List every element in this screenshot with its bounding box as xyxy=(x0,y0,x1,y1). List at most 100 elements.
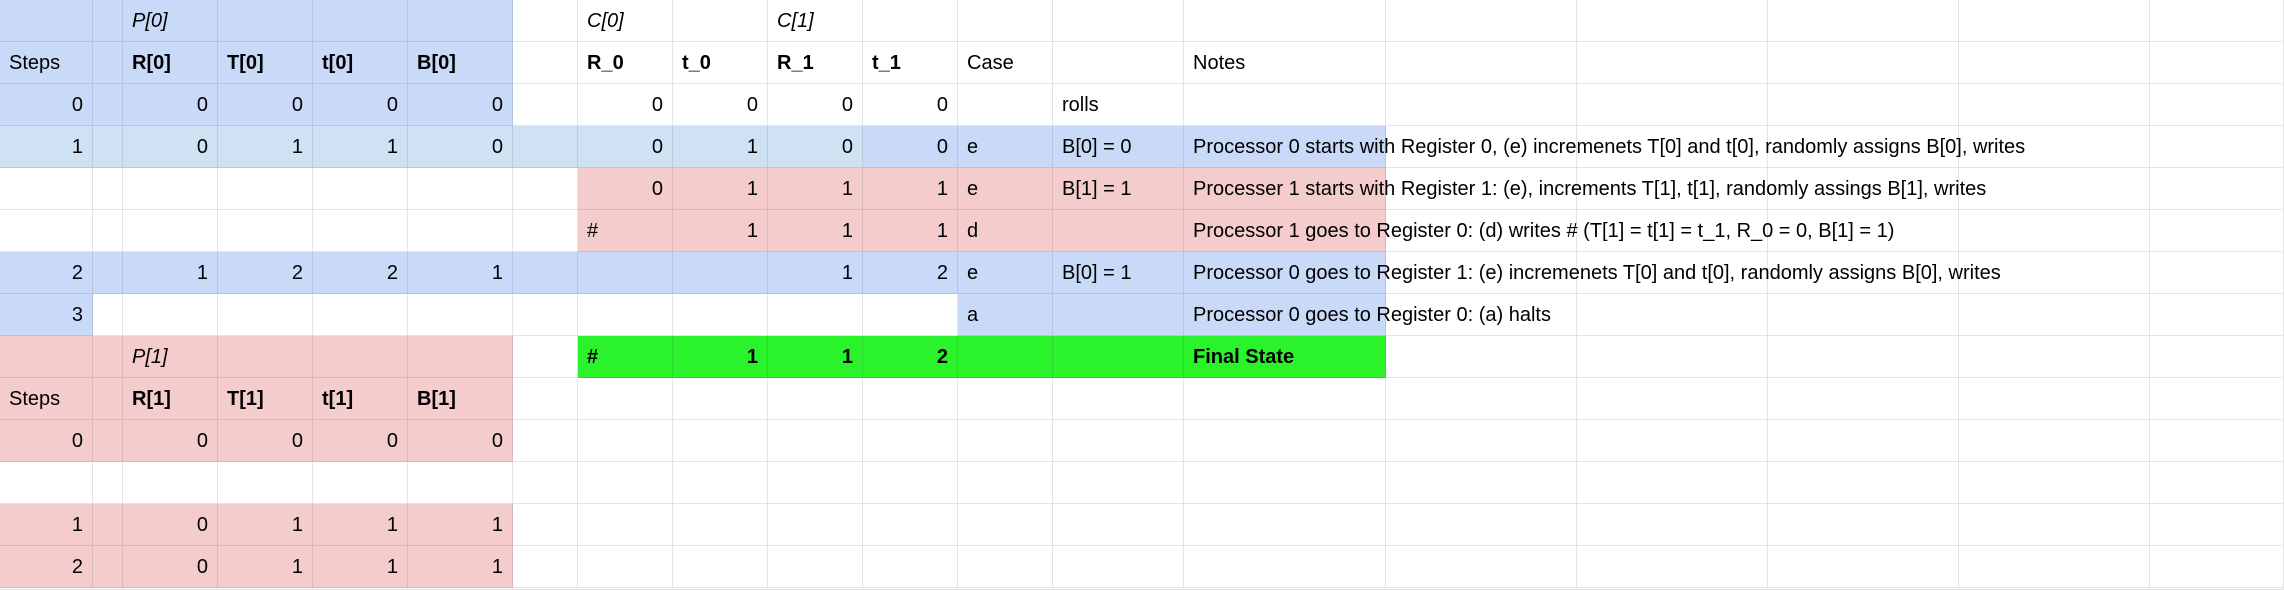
cell-P10[interactable] xyxy=(1577,378,1768,420)
cell-A12[interactable] xyxy=(0,462,93,504)
cell-P13[interactable] xyxy=(1577,504,1768,546)
cell-M13[interactable] xyxy=(1053,504,1184,546)
cell-L13[interactable] xyxy=(958,504,1053,546)
cell-R14[interactable] xyxy=(1959,546,2150,588)
cell-N5[interactable]: Processer 1 starts with Register 1: (e),… xyxy=(1184,168,1986,210)
cell-N2[interactable]: Notes xyxy=(1184,42,1386,84)
cell-E6[interactable] xyxy=(313,210,408,252)
cell-N14[interactable] xyxy=(1184,546,1386,588)
cell-I2[interactable]: t_0 xyxy=(673,42,768,84)
cell-P3[interactable] xyxy=(1577,84,1768,126)
cell-I3[interactable]: 0 xyxy=(673,84,768,126)
cell-A9[interactable] xyxy=(0,336,93,378)
cell-D6[interactable] xyxy=(218,210,313,252)
cell-D12[interactable] xyxy=(218,462,313,504)
cell-F7[interactable]: 1 xyxy=(408,252,513,294)
cell-H4[interactable]: 0 xyxy=(578,126,673,168)
cell-Q1[interactable] xyxy=(1768,0,1959,42)
cell-G9[interactable] xyxy=(513,336,578,378)
cell-C11[interactable]: 0 xyxy=(123,420,218,462)
cell-B3[interactable] xyxy=(93,84,123,126)
cell-S13[interactable] xyxy=(2150,504,2284,546)
cell-H6[interactable]: # xyxy=(578,210,673,252)
cell-E14[interactable]: 1 xyxy=(313,546,408,588)
cell-O9[interactable] xyxy=(1386,336,1577,378)
cell-P2[interactable] xyxy=(1577,42,1768,84)
cell-L4[interactable]: e xyxy=(958,126,1053,168)
cell-Q5[interactable] xyxy=(1768,168,1959,210)
cell-G5[interactable] xyxy=(513,168,578,210)
cell-G8[interactable] xyxy=(513,294,578,336)
cell-F2[interactable]: B[0] xyxy=(408,42,513,84)
cell-F4[interactable]: 0 xyxy=(408,126,513,168)
cell-K10[interactable] xyxy=(863,378,958,420)
cell-L11[interactable] xyxy=(958,420,1053,462)
cell-E7[interactable]: 2 xyxy=(313,252,408,294)
cell-P11[interactable] xyxy=(1577,420,1768,462)
cell-F13[interactable]: 1 xyxy=(408,504,513,546)
cell-G2[interactable] xyxy=(513,42,578,84)
cell-C4[interactable]: 0 xyxy=(123,126,218,168)
cell-N9[interactable]: Final State xyxy=(1184,336,1386,378)
cell-C9[interactable]: P[1] xyxy=(123,336,218,378)
cell-L3[interactable] xyxy=(958,84,1053,126)
cell-K5[interactable]: 1 xyxy=(863,168,958,210)
cell-J6[interactable]: 1 xyxy=(768,210,863,252)
cell-O14[interactable] xyxy=(1386,546,1577,588)
cell-M6[interactable] xyxy=(1053,210,1184,252)
cell-I5[interactable]: 1 xyxy=(673,168,768,210)
cell-A13[interactable]: 1 xyxy=(0,504,93,546)
cell-M4[interactable]: B[0] = 0 xyxy=(1053,126,1184,168)
cell-Q11[interactable] xyxy=(1768,420,1959,462)
cell-K9[interactable]: 2 xyxy=(863,336,958,378)
cell-L12[interactable] xyxy=(958,462,1053,504)
cell-M11[interactable] xyxy=(1053,420,1184,462)
cell-J5[interactable]: 1 xyxy=(768,168,863,210)
cell-E4[interactable]: 1 xyxy=(313,126,408,168)
cell-E13[interactable]: 1 xyxy=(313,504,408,546)
cell-R9[interactable] xyxy=(1959,336,2150,378)
cell-H14[interactable] xyxy=(578,546,673,588)
cell-D13[interactable]: 1 xyxy=(218,504,313,546)
cell-D9[interactable] xyxy=(218,336,313,378)
cell-K12[interactable] xyxy=(863,462,958,504)
cell-E8[interactable] xyxy=(313,294,408,336)
cell-F3[interactable]: 0 xyxy=(408,84,513,126)
cell-M14[interactable] xyxy=(1053,546,1184,588)
cell-O6[interactable] xyxy=(1386,210,1577,252)
cell-I12[interactable] xyxy=(673,462,768,504)
cell-A5[interactable] xyxy=(0,168,93,210)
cell-P6[interactable] xyxy=(1577,210,1768,252)
cell-O7[interactable] xyxy=(1386,252,1577,294)
cell-L5[interactable]: e xyxy=(958,168,1053,210)
cell-I10[interactable] xyxy=(673,378,768,420)
cell-P14[interactable] xyxy=(1577,546,1768,588)
cell-A10[interactable]: Steps xyxy=(0,378,93,420)
cell-S4[interactable] xyxy=(2150,126,2284,168)
cell-F5[interactable] xyxy=(408,168,513,210)
cell-C10[interactable]: R[1] xyxy=(123,378,218,420)
cell-D3[interactable]: 0 xyxy=(218,84,313,126)
cell-L7[interactable]: e xyxy=(958,252,1053,294)
cell-O3[interactable] xyxy=(1386,84,1577,126)
cell-Q2[interactable] xyxy=(1768,42,1959,84)
cell-F1[interactable] xyxy=(408,0,513,42)
cell-R7[interactable] xyxy=(1959,252,2150,294)
cell-G4[interactable] xyxy=(513,126,578,168)
cell-P9[interactable] xyxy=(1577,336,1768,378)
cell-L9[interactable] xyxy=(958,336,1053,378)
cell-S11[interactable] xyxy=(2150,420,2284,462)
cell-I9[interactable]: 1 xyxy=(673,336,768,378)
cell-Q3[interactable] xyxy=(1768,84,1959,126)
cell-H8[interactable] xyxy=(578,294,673,336)
cell-N10[interactable] xyxy=(1184,378,1386,420)
cell-H11[interactable] xyxy=(578,420,673,462)
cell-K3[interactable]: 0 xyxy=(863,84,958,126)
cell-B5[interactable] xyxy=(93,168,123,210)
cell-A7[interactable]: 2 xyxy=(0,252,93,294)
cell-R11[interactable] xyxy=(1959,420,2150,462)
cell-G3[interactable] xyxy=(513,84,578,126)
cell-S12[interactable] xyxy=(2150,462,2284,504)
cell-J8[interactable] xyxy=(768,294,863,336)
cell-G12[interactable] xyxy=(513,462,578,504)
